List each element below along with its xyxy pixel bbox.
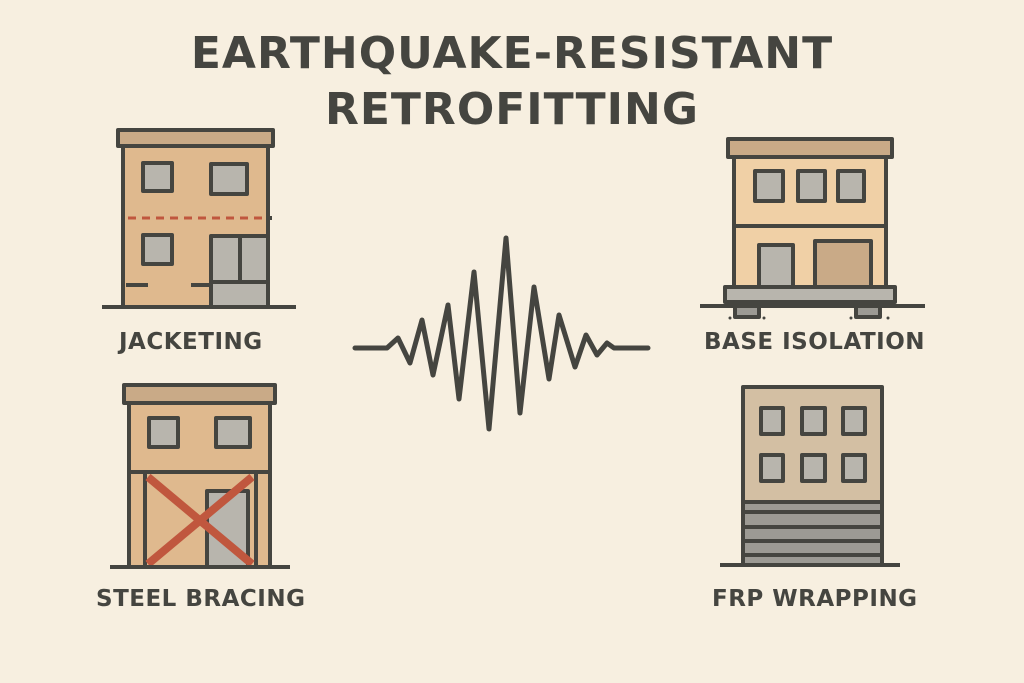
method-label-steel-bracing: STEEL BRACING <box>96 586 306 612</box>
method-label-jacketing: JACKETING <box>119 329 263 355</box>
method-label-frp-wrapping: FRP WRAPPING <box>712 586 918 612</box>
braced-building-icon <box>110 383 290 569</box>
title-line-1: EARTHQUAKE-RESISTANT <box>190 28 834 79</box>
frp-wrapped-building-icon <box>720 385 900 567</box>
seismic-wave-icon <box>352 235 651 432</box>
title-line-2: RETROFITTING <box>324 84 699 135</box>
base-isolated-building-icon <box>700 137 925 320</box>
method-label-base-isolation: BASE ISOLATION <box>704 329 926 355</box>
jacketed-building-icon <box>102 128 296 309</box>
